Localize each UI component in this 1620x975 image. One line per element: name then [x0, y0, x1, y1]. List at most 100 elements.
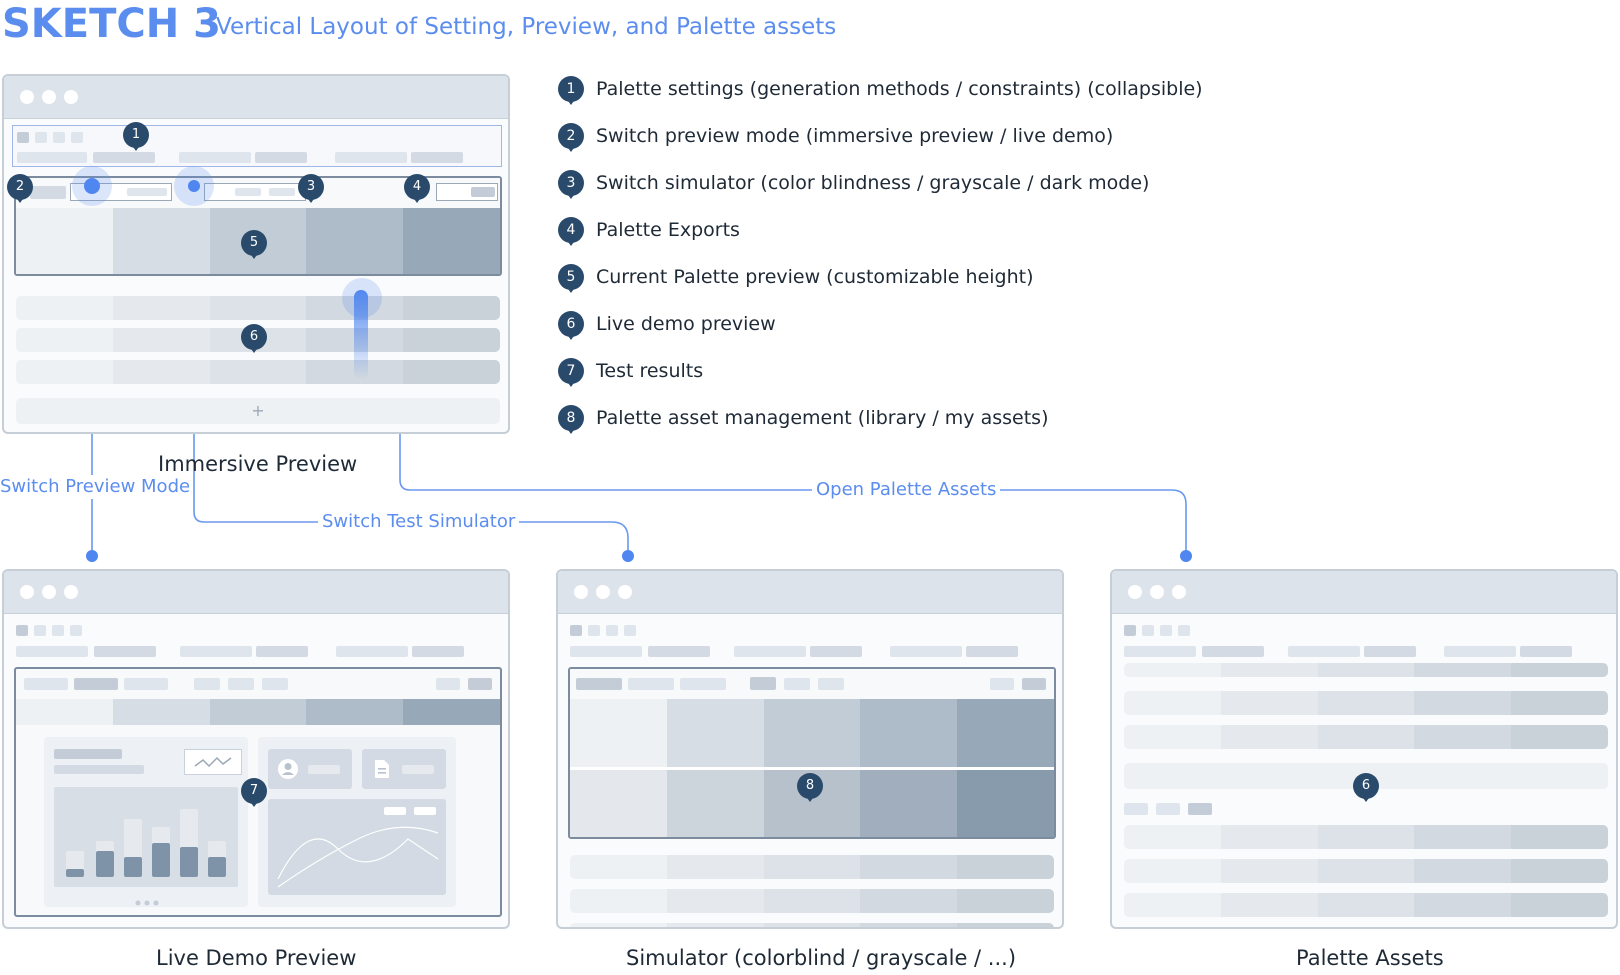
caption-palette-assets: Palette Assets [1296, 946, 1444, 970]
palette-settings-bar[interactable] [12, 125, 502, 167]
legend-text: Current Palette preview (customizable he… [596, 266, 1034, 288]
legend-text: Switch simulator (color blindness / gray… [596, 172, 1150, 194]
settings-block [1124, 646, 1196, 657]
toolbar-block [228, 678, 254, 690]
connector-end-dot [86, 550, 98, 562]
palette-list-row[interactable] [16, 328, 500, 352]
window-titlebar [1112, 571, 1616, 614]
settings-block [966, 646, 1018, 657]
legend-marker: 6 [558, 311, 584, 340]
palette-list-row[interactable] [570, 855, 1054, 879]
demo-dashboard-card[interactable] [44, 737, 248, 907]
palette-swatches [16, 699, 500, 725]
swatch [403, 208, 500, 274]
bar-chart-area [54, 787, 238, 887]
settings-block [1444, 646, 1516, 657]
palette-asset-row[interactable] [1124, 725, 1608, 749]
chart-line-icon [184, 749, 242, 775]
settings-block [71, 132, 83, 143]
window-dot [1128, 585, 1142, 599]
settings-block [648, 646, 710, 657]
window-titlebar [4, 571, 508, 614]
settings-block [1160, 625, 1172, 636]
settings-block [1124, 625, 1136, 636]
toolbar-block [194, 678, 220, 690]
settings-block [53, 132, 65, 143]
palette-asset-row[interactable] [1124, 893, 1608, 917]
settings-block [588, 625, 600, 636]
document-icon [374, 759, 390, 779]
window-dot [1150, 585, 1164, 599]
palette-list-row[interactable] [16, 296, 500, 320]
settings-block [70, 625, 82, 636]
settings-block [16, 646, 88, 657]
window-dot [42, 90, 56, 104]
document-tile[interactable] [362, 749, 446, 789]
legend-marker: 4 [558, 217, 584, 246]
simulator-panel[interactable] [568, 667, 1056, 839]
legend-text: Test results [596, 360, 704, 382]
settings-block [1202, 646, 1264, 657]
settings-block [734, 646, 806, 657]
legend-text: Switch preview mode (immersive preview /… [596, 125, 1114, 147]
swatch [306, 208, 404, 274]
flow-label-switch-preview-mode: Switch Preview Mode [0, 475, 193, 499]
legend-text: Palette Exports [596, 219, 740, 241]
user-tile[interactable] [268, 749, 352, 789]
legend-marker: 7 [558, 358, 584, 387]
settings-block [1142, 625, 1154, 636]
window-dot [618, 585, 632, 599]
caption-immersive-preview: Immersive Preview [158, 452, 358, 476]
palette-asset-row[interactable] [1124, 859, 1608, 883]
settings-block [411, 152, 463, 163]
settings-block [606, 625, 618, 636]
legend-text: Palette asset management (library / my a… [596, 407, 1049, 429]
palette-list-row[interactable] [570, 889, 1054, 913]
palette-asset-row[interactable] [1124, 691, 1608, 715]
height-resize-handle[interactable] [354, 290, 368, 380]
connector-end-dot [1180, 550, 1192, 562]
settings-block [890, 646, 962, 657]
marker-6-assets: 6 [1353, 773, 1379, 802]
original-swatches [570, 699, 1054, 767]
settings-block [17, 152, 87, 163]
flow-label-open-palette-assets: Open Palette Assets [812, 478, 1001, 502]
asset-tab[interactable] [1156, 803, 1180, 815]
simulator-window [556, 569, 1064, 929]
marker-8: 8 [797, 773, 823, 802]
toolbar-block [1022, 678, 1046, 690]
chart-legend-block [384, 807, 406, 815]
palette-list-row[interactable] [16, 360, 500, 384]
asset-tab[interactable] [1188, 803, 1212, 815]
settings-block [1178, 625, 1190, 636]
window-dot [42, 585, 56, 599]
pagination-dots[interactable] [134, 891, 162, 906]
toolbar-block [127, 188, 167, 196]
live-demo-preview-window [2, 569, 510, 929]
sketch-subtitle: Vertical Layout of Setting, Preview, and… [216, 14, 837, 40]
toolbar-block [680, 678, 726, 690]
palette-asset-row[interactable] [1124, 663, 1608, 677]
simulator-hotspot[interactable] [188, 180, 200, 192]
palette-export-button[interactable] [436, 183, 498, 201]
simulator-toggle[interactable] [204, 183, 306, 201]
window-dot [64, 90, 78, 104]
palette-asset-row[interactable] [1124, 825, 1608, 849]
window-dot [1172, 585, 1186, 599]
preview-mode-hotspot[interactable] [84, 178, 100, 194]
marker-2: 2 [7, 174, 33, 203]
user-icon [278, 759, 298, 779]
palette-list-row[interactable] [570, 923, 1054, 927]
asset-tab[interactable] [1124, 803, 1148, 815]
settings-block [570, 625, 582, 636]
settings-block [1520, 646, 1572, 657]
toolbar-block [436, 678, 460, 690]
legend-text: Live demo preview [596, 313, 776, 335]
add-row-button[interactable]: + [16, 398, 500, 424]
palette-assets-window [1110, 569, 1618, 929]
marker-5: 5 [241, 230, 267, 259]
demo-profile-card[interactable] [258, 737, 456, 907]
window-dot [574, 585, 588, 599]
caption-simulator: Simulator (colorblind / grayscale / ...) [626, 946, 1017, 970]
legend-marker: 1 [558, 76, 584, 105]
